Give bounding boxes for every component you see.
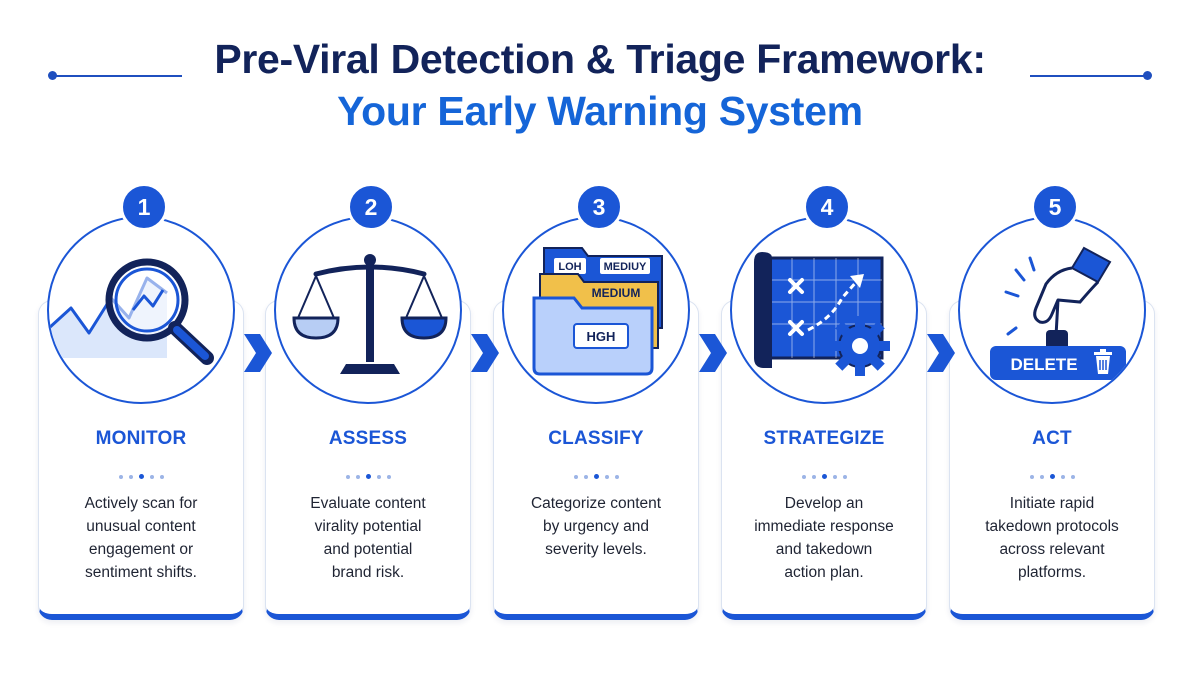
step-icon-circle <box>274 216 462 404</box>
delete-button-label: DELETE <box>1010 355 1077 374</box>
step-dots <box>949 468 1155 480</box>
header: Pre-Viral Detection & Triage Framework: … <box>0 0 1200 150</box>
step-dots <box>265 468 471 480</box>
left-divider-dot <box>48 71 57 80</box>
folder-label-high: HGH <box>587 329 616 344</box>
step-title: ASSESS <box>328 428 408 449</box>
balance-scale-icon <box>292 254 448 374</box>
magnifier-trend-icon <box>49 258 214 365</box>
step-description: Initiate rapid takedown protocols across… <box>985 495 1119 581</box>
step-assess: 2 ASSESS Evaluate content virality poten… <box>265 183 475 628</box>
step-description: Actively scan for unusual content engage… <box>84 495 198 581</box>
step-description: Categorize content by urgency and severi… <box>530 495 662 558</box>
folder-label-mediuy: MEDIUY <box>604 261 647 273</box>
folder-label-low: LOH <box>558 261 581 273</box>
step-number-badge: 3 <box>575 183 623 231</box>
step-dots <box>721 468 927 480</box>
right-divider-dot <box>1143 71 1152 80</box>
chevron-right-icon <box>244 334 272 372</box>
step-number-badge: 2 <box>347 183 395 231</box>
step-icon-circle <box>47 216 235 404</box>
step-title: ACT <box>1032 428 1072 449</box>
step-strategize: 4 STRATEGIZE Develop an immediate respon… <box>721 183 931 628</box>
step-dots <box>38 468 244 480</box>
step-classify: LOH MEDIUY MEDIUM HGH 3 CLASSIFY Categor… <box>493 183 703 628</box>
step-number-badge: 5 <box>1031 183 1079 231</box>
chevron-right-icon <box>927 334 955 372</box>
step-icon-circle: DELETE <box>958 216 1146 404</box>
step-number-badge: 4 <box>803 183 851 231</box>
step-description: Evaluate content virality potential and … <box>310 495 426 581</box>
chevron-right-icon <box>699 334 727 372</box>
step-icon-circle: LOH MEDIUY MEDIUM HGH <box>502 216 690 404</box>
page-title: Pre-Viral Detection & Triage Framework: <box>214 36 986 82</box>
strategy-map-gear-icon <box>754 252 890 376</box>
step-description: Develop an immediate response and takedo… <box>754 495 894 581</box>
step-title: CLASSIFY <box>548 428 644 449</box>
step-number-badge: 1 <box>120 183 168 231</box>
step-icon-circle <box>730 216 918 404</box>
step-act: DELETE 5 ACT Initiate rapid takedown pro… <box>949 183 1159 628</box>
hand-delete-button-icon: DELETE <box>990 246 1126 380</box>
step-dots <box>493 468 699 480</box>
step-monitor: 1 MONITOR Actively scan for unusual cont… <box>38 183 248 628</box>
folder-label-medium: MEDIUM <box>592 286 641 300</box>
step-title: STRATEGIZE <box>763 428 885 449</box>
chevron-right-icon <box>471 334 499 372</box>
right-divider <box>1030 75 1148 77</box>
page-subtitle: Your Early Warning System <box>337 88 863 134</box>
left-divider <box>52 75 182 77</box>
step-title: MONITOR <box>95 428 187 449</box>
folders-icon: LOH MEDIUY MEDIUM HGH <box>532 247 663 376</box>
